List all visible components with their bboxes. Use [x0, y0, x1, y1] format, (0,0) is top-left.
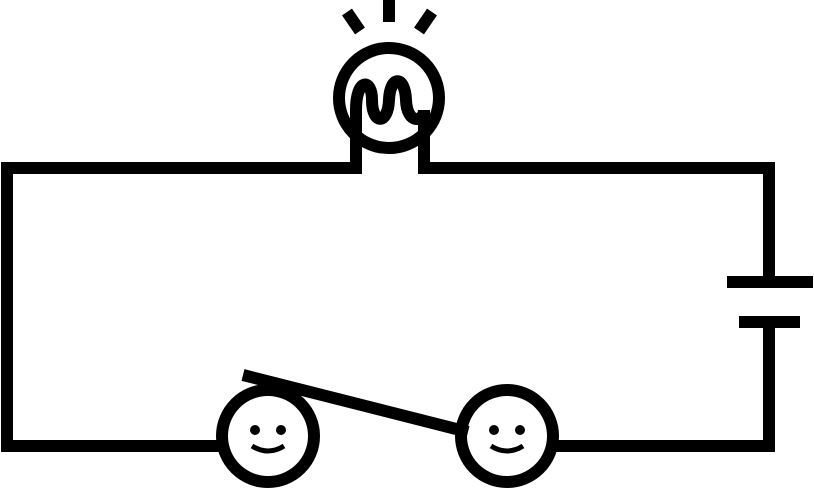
wire-top-left: [1, 118, 362, 452]
switch-icon: [241, 369, 470, 438]
smiley-face-icon: [455, 384, 559, 488]
wire-top-right: [418, 118, 775, 282]
light-ray-left: [342, 8, 365, 35]
contact-right-eye-left: [489, 425, 499, 435]
light-ray-right: [414, 8, 437, 35]
contact-right-eye-right: [515, 425, 525, 435]
bulb-filament: [350, 75, 430, 150]
contact-left-circle: [216, 384, 320, 488]
switch-lever: [241, 369, 470, 438]
wires: [1, 118, 775, 452]
bulb-globe: [333, 42, 445, 154]
contact-left-eye-right: [276, 425, 286, 435]
contact-right-circle: [455, 384, 559, 488]
smiley-face-icon: [216, 384, 320, 488]
light-bulb-icon: [333, 0, 445, 154]
contact-left-smile: [250, 443, 286, 454]
battery-icon: [727, 276, 813, 328]
wire-bottom-right: [553, 322, 775, 452]
contact-right-smile: [489, 443, 525, 454]
contact-left-eye-left: [250, 425, 260, 435]
